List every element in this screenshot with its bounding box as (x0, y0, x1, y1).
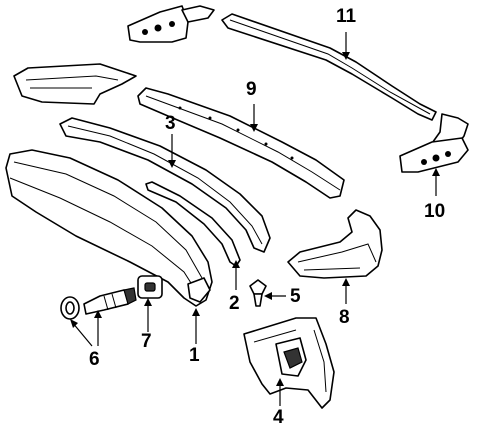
part-4-license-bracket (243, 317, 335, 409)
callout-1: 1 (189, 345, 200, 366)
callout-11: 11 (336, 6, 357, 27)
part-9-impact-strip (137, 87, 345, 199)
callout-3: 3 (165, 113, 176, 134)
part-7-lamp-socket (137, 275, 163, 299)
part-1-bumper-face-bar (5, 149, 213, 307)
part-11-reinforcement-bar (127, 5, 437, 121)
part-5-retainer-clip (249, 279, 267, 307)
callout-5: 5 (290, 286, 301, 307)
part-8-corner-cap (287, 209, 383, 279)
callout-6: 6 (89, 349, 100, 370)
callout-4: 4 (273, 407, 284, 428)
callout-7: 7 (141, 331, 152, 352)
left-end-cap (13, 63, 137, 105)
callout-10: 10 (424, 201, 446, 222)
callout-8: 8 (339, 307, 350, 328)
part-10-mounting-bracket (399, 113, 469, 173)
callout-9: 9 (246, 79, 257, 100)
callout-2: 2 (229, 293, 240, 314)
part-3-molding-strip (59, 117, 271, 253)
leader-lines (70, 32, 440, 406)
